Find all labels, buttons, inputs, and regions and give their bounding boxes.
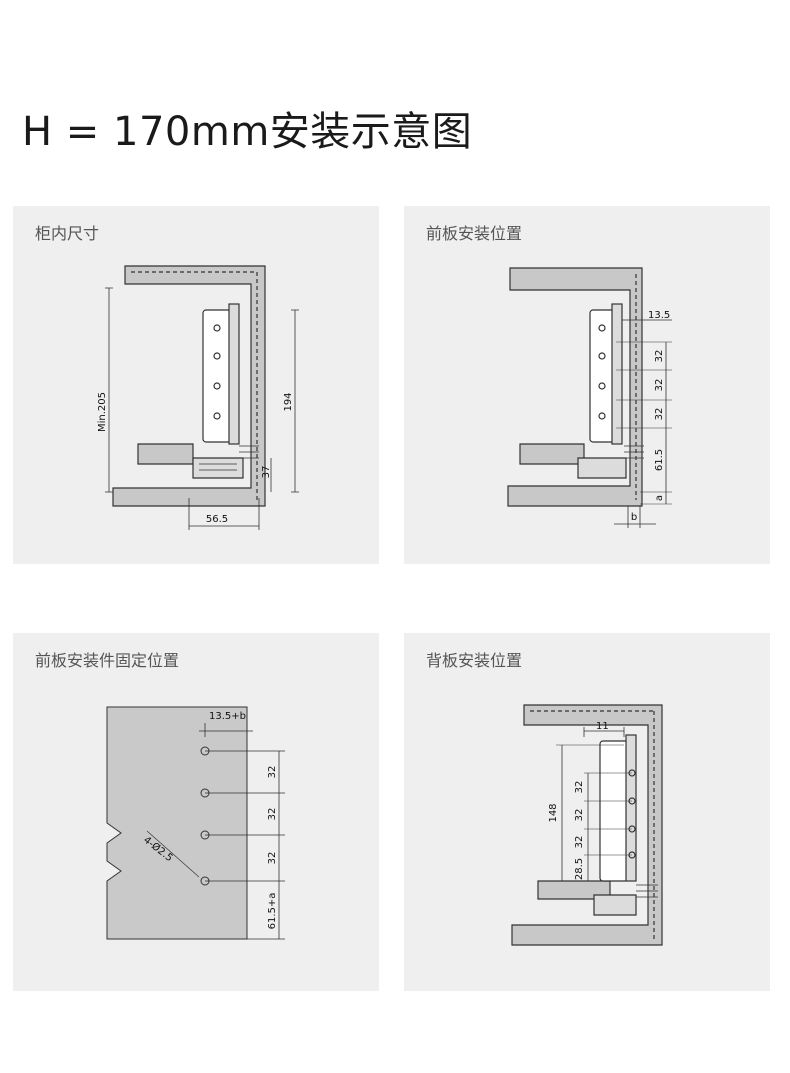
panel-label: 背板安装位置	[426, 651, 523, 670]
cabinet-wall	[507, 267, 643, 507]
panel-label: 前板安装件固定位置	[35, 651, 180, 670]
panel-label: 前板安装位置	[426, 224, 523, 243]
drawer-runner	[577, 457, 627, 479]
diagram-front-fitting-position: 13.5+b 32 32 32 61.5+a 4-Ø2.5	[106, 706, 285, 940]
page-title: H = 170mm安装示意图	[22, 109, 473, 155]
dim-32-b: 32	[654, 379, 665, 392]
dim-b: b	[631, 512, 637, 523]
dim-13-5-b: 13.5+b	[209, 711, 246, 722]
dim-148: 148	[548, 803, 559, 822]
dim-56-5: 56.5	[206, 514, 228, 525]
dim-194: 194	[283, 392, 294, 411]
drawer-side-plate	[202, 309, 232, 443]
dim-13-5: 13.5	[648, 310, 670, 321]
dim-32-a: 32	[654, 350, 665, 363]
drawer-runner	[192, 457, 244, 479]
drawer-side-plate	[589, 309, 615, 443]
drawer-runner	[593, 894, 637, 916]
dim-32-c: 32	[574, 836, 585, 849]
dim-32-b: 32	[574, 809, 585, 822]
panel-front-board-position: 前板安装位置 13.5 32 32 32 61.5 a b	[404, 206, 770, 564]
dim-61-5-a: 61.5+a	[267, 893, 278, 930]
shelf	[519, 443, 585, 465]
diagram-back-board-position: 11 148 32 32 32 28.5	[511, 704, 663, 946]
dim-32-a: 32	[267, 766, 278, 779]
dim-37: 37	[261, 466, 272, 479]
dim-a: a	[654, 495, 665, 501]
panel-back-board-position: 背板安装位置 11 148 32 32 32 28.5	[404, 633, 770, 991]
front-board	[106, 706, 248, 940]
drawer-side-plate	[599, 740, 629, 882]
diagram-front-board-position: 13.5 32 32 32 61.5 a b	[507, 267, 672, 528]
panel-front-fitting-position: 前板安装件固定位置 13.5+b 32 32 32 61.5+a 4-Ø2.5	[13, 633, 379, 991]
diagram-cabinet-inner-dimensions: Min.205 194 37 56.5	[97, 265, 299, 530]
shelf	[137, 443, 194, 465]
dim-28-5: 28.5	[574, 858, 585, 880]
cabinet-wall	[112, 265, 266, 507]
dim-61-5: 61.5	[654, 449, 665, 471]
dim-32-a: 32	[574, 781, 585, 794]
dim-min-height: Min.205	[97, 392, 108, 432]
cabinet-wall	[511, 704, 663, 946]
panel-label: 柜内尺寸	[35, 224, 100, 243]
dim-32-c: 32	[267, 852, 278, 865]
dim-11: 11	[596, 721, 609, 732]
dim-32-b: 32	[267, 808, 278, 821]
dim-32-c: 32	[654, 408, 665, 421]
panel-cabinet-inner-dimensions: 柜内尺寸 Min.205 194 37 56.5	[13, 206, 379, 564]
